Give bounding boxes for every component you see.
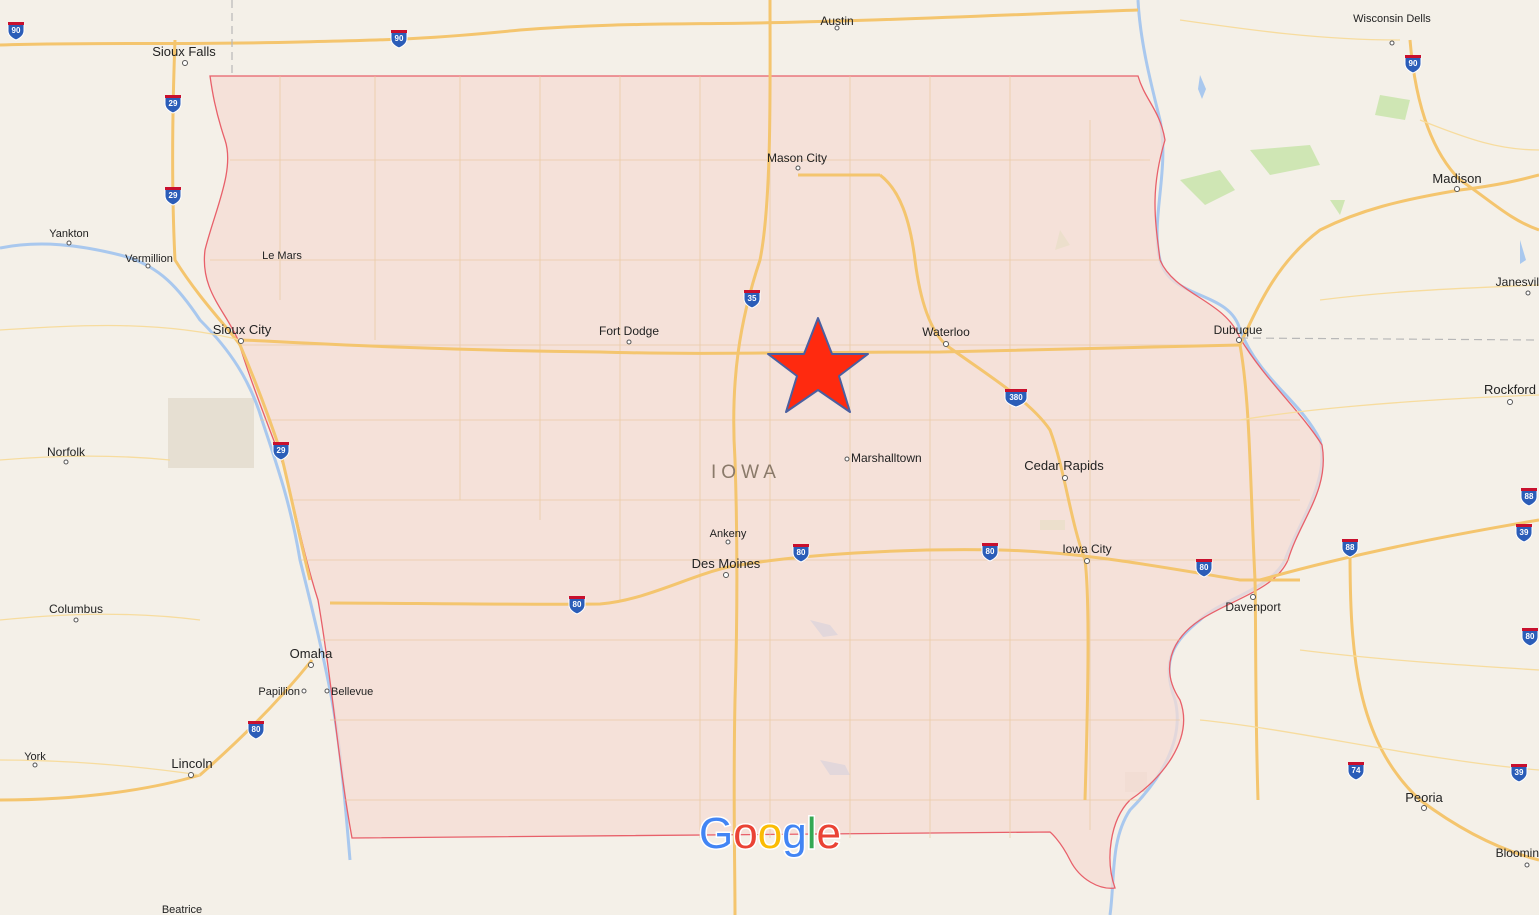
city-label-lincoln: Lincoln [171,756,212,771]
svg-text:80: 80 [986,547,995,556]
star-marker-icon[interactable] [767,317,869,413]
city-label-columbus: Columbus [49,602,103,616]
shield-35-icon: 35 [743,290,761,309]
city-label-omaha: Omaha [290,646,333,661]
city-label-sioux-city: Sioux City [213,322,272,337]
svg-text:80: 80 [573,600,582,609]
svg-text:80: 80 [1200,563,1209,572]
city-label-davenport: Davenport [1225,600,1281,614]
svg-text:90: 90 [395,34,404,43]
svg-text:90: 90 [12,26,21,35]
minor-roads [0,19,1539,776]
city-label-york: York [24,751,46,763]
city-label-beatrice: Beatrice [162,904,202,915]
shield-90-c-icon: 90 [1404,55,1422,74]
city-label-peoria: Peoria [1405,790,1443,805]
shield-80-c-icon: 80 [568,596,586,615]
urban-area [168,398,254,468]
shield-39-b-icon: 39 [1510,764,1528,783]
svg-text:380: 380 [1009,393,1023,402]
shield-29-b-icon: 29 [164,187,182,206]
shield-380-icon: 380 [1004,389,1028,408]
shield-80-b-icon: 80 [981,543,999,562]
city-label-le-mars: Le Mars [262,250,302,262]
city-label-sioux-falls: Sioux Falls [152,44,216,59]
shield-29-c-icon: 29 [272,442,290,461]
city-label-norfolk: Norfolk [47,445,86,459]
svg-text:88: 88 [1346,543,1355,552]
shield-80-e-icon: 80 [247,721,265,740]
city-label-marshalltown: Marshalltown [851,451,922,465]
city-label-mason-city: Mason City [767,151,827,165]
svg-text:88: 88 [1525,492,1534,501]
shield-90-a-icon: 90 [7,22,25,41]
shield-90-b-icon: 90 [390,30,408,49]
interstate-shields: 90 90 90 29 29 35 380 29 80 80 80 80 80 … [7,22,1539,783]
shield-74-icon: 74 [1347,762,1365,781]
svg-text:80: 80 [797,548,806,557]
svg-text:90: 90 [1409,59,1418,68]
city-label-yankton: Yankton [49,228,89,240]
city-label-dubuque: Dubuque [1214,323,1263,337]
shield-29-a-icon: 29 [164,95,182,114]
svg-text:Google: Google [699,809,841,858]
svg-text:39: 39 [1520,528,1529,537]
svg-text:29: 29 [277,446,286,455]
svg-text:35: 35 [748,294,757,303]
city-label-ankeny: Ankeny [710,528,747,540]
svg-text:29: 29 [169,191,178,200]
svg-text:80: 80 [252,725,261,734]
shield-39-a-icon: 39 [1515,524,1533,543]
city-label-rockford: Rockford [1484,382,1536,397]
shield-80-d-icon: 80 [1195,559,1213,578]
svg-text:80: 80 [1526,632,1535,641]
shield-80-a-icon: 80 [792,544,810,563]
state-label: IOWA [711,462,781,483]
shield-88-a-icon: 88 [1341,539,1359,558]
svg-text:29: 29 [169,99,178,108]
city-label-vermillion: Vermillion [125,253,173,265]
city-label-waterloo: Waterloo [922,325,970,339]
city-labels: Austin Sioux Falls Mason City Yankton Ve… [24,13,1539,915]
google-logo: Google Google [698,808,843,860]
city-label-des-moines: Des Moines [692,556,761,571]
svg-text:74: 74 [1352,766,1361,775]
svg-text:Google: Google [699,809,841,858]
city-label-papillion: Papillion [258,686,300,698]
city-dots [32,25,1531,868]
city-label-cedar-rapids: Cedar Rapids [1024,458,1104,473]
city-label-wisconsin-dells: Wisconsin Dells [1353,13,1431,25]
state-border-lines [231,0,1539,341]
city-label-austin: Austin [820,14,853,28]
city-label-fort-dodge: Fort Dodge [599,324,659,338]
city-label-janesville: Janesvil [1496,275,1539,289]
city-label-bellevue: Bellevue [331,686,373,698]
city-label-bloomington: Bloomin [1496,846,1539,860]
shield-80-f-icon: 80 [1521,628,1539,647]
svg-text:39: 39 [1515,768,1524,777]
city-label-iowa-city: Iowa City [1062,542,1111,556]
shield-88-b-icon: 88 [1520,488,1538,507]
city-label-madison: Madison [1432,171,1481,186]
